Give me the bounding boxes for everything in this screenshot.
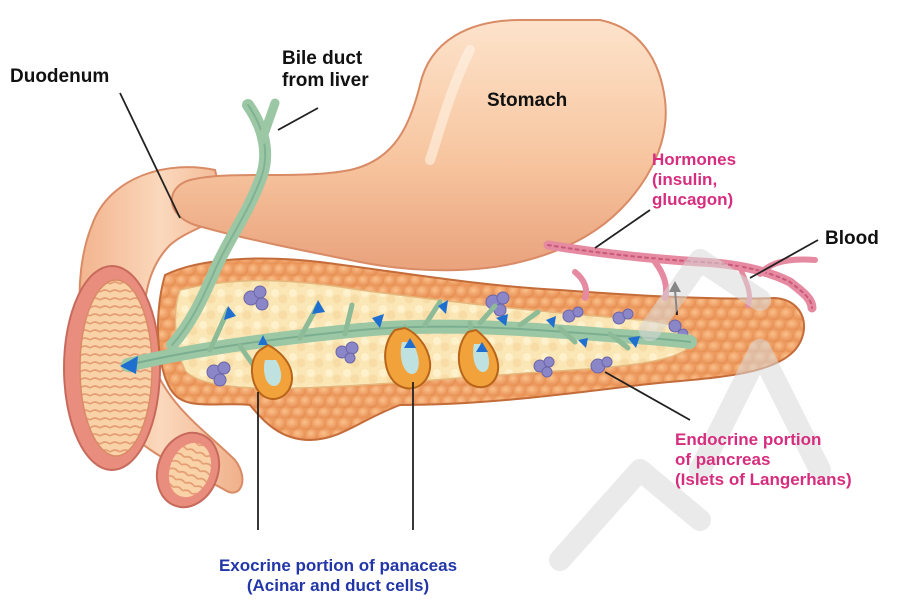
stomach-shape [172,20,666,270]
stomach-label: Stomach [487,90,567,112]
blood-label: Blood [825,228,879,250]
bile-duct-branch [262,103,275,140]
bile-duct-label: Bile duct from liver [282,48,369,93]
bile-duct-leader [278,108,318,130]
exocrine-label: Exocrine portion of panaceas (Acinar and… [178,556,498,596]
duodenum-label: Duodenum [10,66,109,88]
hormones-label: Hormones (insulin, glucagon) [652,150,736,210]
endocrine-label: Endocrine portion of pancreas (Islets of… [675,430,852,490]
